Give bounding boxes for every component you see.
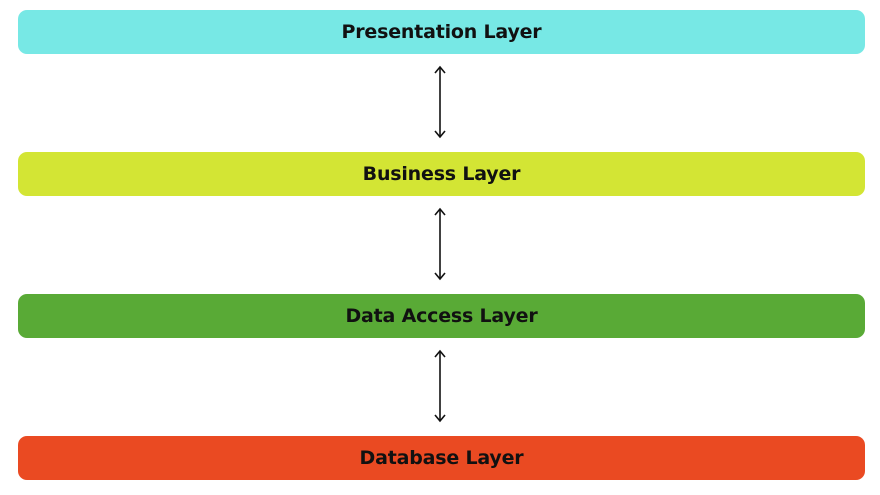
- double-arrow-icon: [434, 207, 446, 281]
- database-layer-label: Database Layer: [359, 447, 524, 469]
- presentation-layer-label: Presentation Layer: [341, 21, 542, 43]
- data-access-layer-box: Data Access Layer: [18, 294, 865, 338]
- data-access-layer-label: Data Access Layer: [345, 305, 538, 327]
- double-arrow-icon: [434, 65, 446, 139]
- business-layer-box: Business Layer: [18, 152, 865, 196]
- database-layer-box: Database Layer: [18, 436, 865, 480]
- double-arrow-icon: [434, 349, 446, 423]
- business-layer-label: Business Layer: [362, 163, 521, 185]
- presentation-layer-box: Presentation Layer: [18, 10, 865, 54]
